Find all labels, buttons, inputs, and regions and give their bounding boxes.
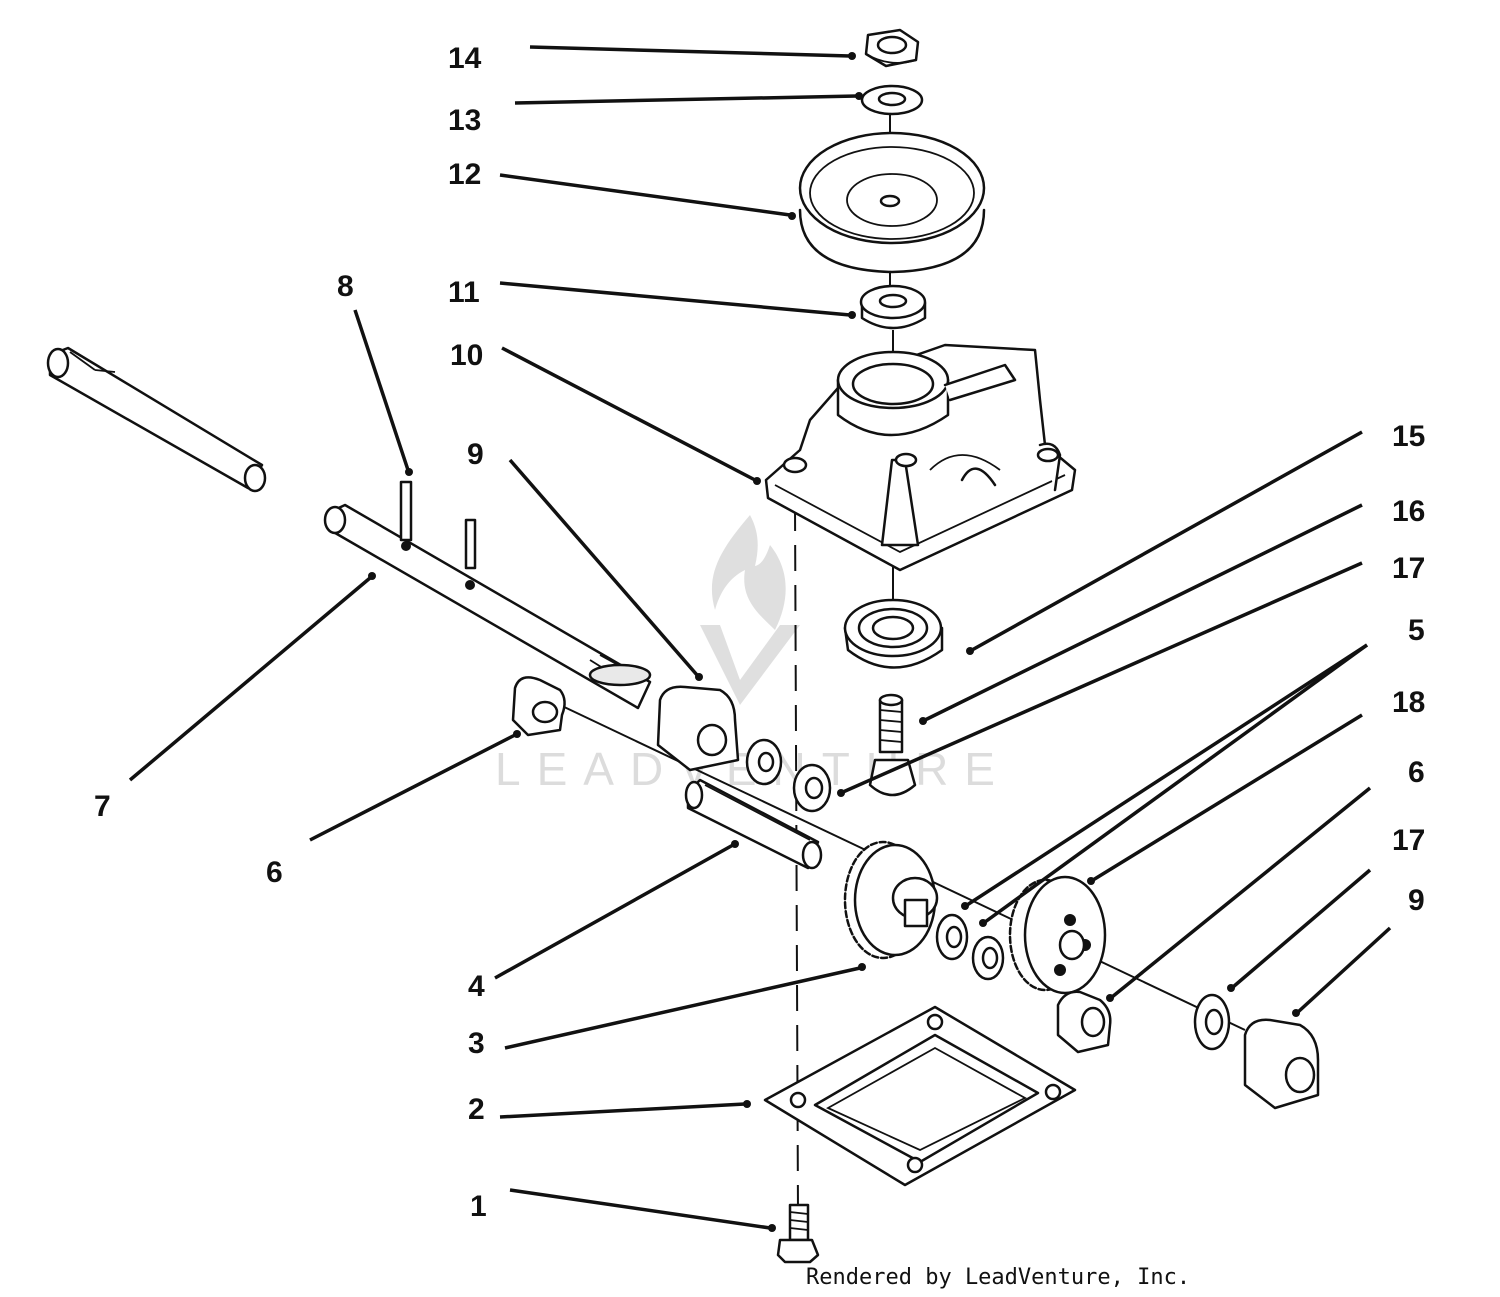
drive-shaft-upper-part bbox=[46, 346, 267, 493]
bearing-block-part bbox=[656, 685, 740, 772]
washer-part-13 bbox=[860, 84, 924, 116]
bushing-part-left bbox=[511, 676, 566, 737]
washer-part-17c bbox=[1193, 993, 1231, 1051]
watermark-flame-icon bbox=[711, 515, 786, 630]
spacer-part bbox=[859, 284, 927, 330]
watermark-v-icon bbox=[700, 625, 800, 705]
callout-label: 8 bbox=[337, 270, 354, 303]
callout-label: 3 bbox=[468, 1027, 485, 1060]
bottom-cover-plate-part bbox=[763, 1005, 1077, 1187]
callout-label: 9 bbox=[467, 438, 484, 471]
spur-gear-part-3 bbox=[843, 840, 939, 960]
bearing-part bbox=[843, 598, 944, 669]
leader-lines bbox=[128, 45, 1392, 1232]
callout-label: 5 bbox=[1408, 614, 1425, 647]
washer-part-17a bbox=[745, 738, 783, 786]
callout-labels: 14 13 12 8 11 10 9 15 16 17 5 18 6 7 6 1… bbox=[94, 42, 1425, 1223]
callout-label: 12 bbox=[448, 158, 481, 191]
gearbox-cover-part bbox=[764, 343, 1077, 572]
callout-label: 9 bbox=[1408, 884, 1425, 917]
washer-part-17b bbox=[792, 763, 832, 813]
washer-part-5b bbox=[971, 935, 1005, 981]
callout-label: 13 bbox=[448, 104, 481, 137]
counter-shaft-part bbox=[684, 778, 823, 870]
pulley-part bbox=[798, 131, 986, 274]
roll-pin-part-b bbox=[464, 518, 477, 590]
callout-label: 11 bbox=[448, 276, 480, 309]
bearing-block-part-right bbox=[1243, 1018, 1320, 1110]
bushing-part-right bbox=[1056, 990, 1112, 1054]
callout-label: 6 bbox=[1408, 756, 1425, 789]
rendered-by-footer: Rendered by LeadVenture, Inc. bbox=[806, 1265, 1190, 1290]
callout-label: 2 bbox=[468, 1093, 485, 1126]
callout-label: 16 bbox=[1392, 495, 1425, 528]
spur-gear-part-18 bbox=[1008, 875, 1107, 995]
callout-label: 17 bbox=[1392, 824, 1425, 857]
callout-label: 1 bbox=[470, 1190, 487, 1223]
flange-nut-part bbox=[864, 28, 920, 68]
drive-shaft-part bbox=[323, 503, 652, 710]
callout-label: 10 bbox=[450, 339, 483, 372]
callout-label: 7 bbox=[94, 790, 111, 823]
hex-bolt-part bbox=[776, 1203, 820, 1264]
callout-label: 6 bbox=[266, 856, 283, 889]
callout-label: 15 bbox=[1392, 420, 1425, 453]
callout-label: 4 bbox=[468, 970, 485, 1003]
callout-label: 17 bbox=[1392, 552, 1425, 585]
callout-label: 18 bbox=[1392, 686, 1425, 719]
washer-part-5a bbox=[935, 913, 969, 961]
callout-label: 14 bbox=[448, 42, 482, 75]
roll-pin-part-a bbox=[399, 480, 413, 551]
pinion-gear-part bbox=[868, 693, 917, 797]
